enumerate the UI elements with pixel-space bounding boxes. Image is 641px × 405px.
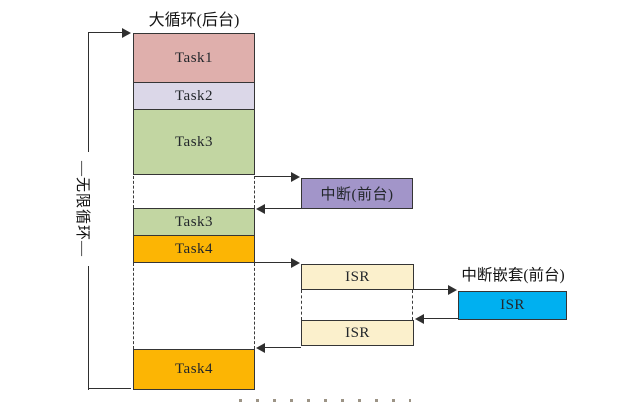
task2-label: Task2 (174, 87, 214, 104)
task3-box: Task3 (133, 109, 255, 175)
task1-label: Task1 (174, 49, 214, 66)
arrow-nested-call-line (414, 289, 449, 290)
arrow-interrupt-return-line (264, 208, 301, 209)
arrow-isr-return-head-icon (256, 343, 265, 353)
task3-resumed-label: Task3 (174, 213, 214, 230)
loop-bottom-line (88, 388, 131, 389)
interrupt-box: 中断(前台) (301, 178, 413, 209)
task2-box: Task2 (133, 82, 255, 110)
loop-vertical-line-lower (88, 266, 89, 390)
infinite-loop-label: —无限循环— (74, 160, 90, 257)
gap1-right-dashed-line (254, 176, 255, 208)
isr-gap-right-dashed-line (412, 290, 413, 320)
nested-isr-box: ISR (458, 291, 567, 320)
loop-top-line (88, 32, 123, 33)
gap1-left-dashed-line (133, 176, 134, 208)
isr-gap-left-dashed-line (301, 290, 302, 320)
arrow-nested-return-line (424, 318, 458, 319)
nested-interrupt-title: 中断嵌套(前台) (461, 267, 565, 284)
isr-first-box: ISR (301, 264, 414, 290)
arrow-isr-call-line (255, 262, 292, 263)
task4-resumed-box: Task4 (133, 349, 255, 390)
arrow-interrupt-call-head-icon (291, 172, 300, 182)
isr-first-label: ISR (345, 268, 370, 285)
task1-box: Task1 (133, 33, 255, 83)
task3-label: Task3 (174, 133, 214, 150)
loop-top-arrowhead-icon (122, 28, 131, 38)
task3-resumed-box: Task3 (133, 208, 255, 236)
gap2-left-dashed-line (133, 263, 134, 349)
loop-vertical-line-upper (88, 32, 89, 152)
task4-resumed-label: Task4 (174, 361, 214, 377)
nested-isr-label: ISR (500, 297, 525, 313)
isr-second-label: ISR (345, 324, 370, 341)
arrow-interrupt-return-head-icon (256, 204, 265, 214)
arrow-isr-call-head-icon (291, 258, 300, 268)
arrow-nested-call-head-icon (448, 285, 457, 295)
background-loop-title: 大循环(后台) (148, 12, 240, 29)
arrow-isr-return-line (265, 347, 301, 348)
arrow-interrupt-call-line (255, 176, 292, 177)
isr-second-box: ISR (301, 320, 414, 346)
gap2-right-dashed-line (254, 263, 255, 349)
task4-box: Task4 (133, 235, 255, 263)
arrow-nested-return-head-icon (415, 314, 424, 324)
cropped-caption-fragment (239, 399, 411, 402)
interrupt-label: 中断(前台) (320, 187, 394, 203)
task4-label: Task4 (174, 240, 214, 257)
